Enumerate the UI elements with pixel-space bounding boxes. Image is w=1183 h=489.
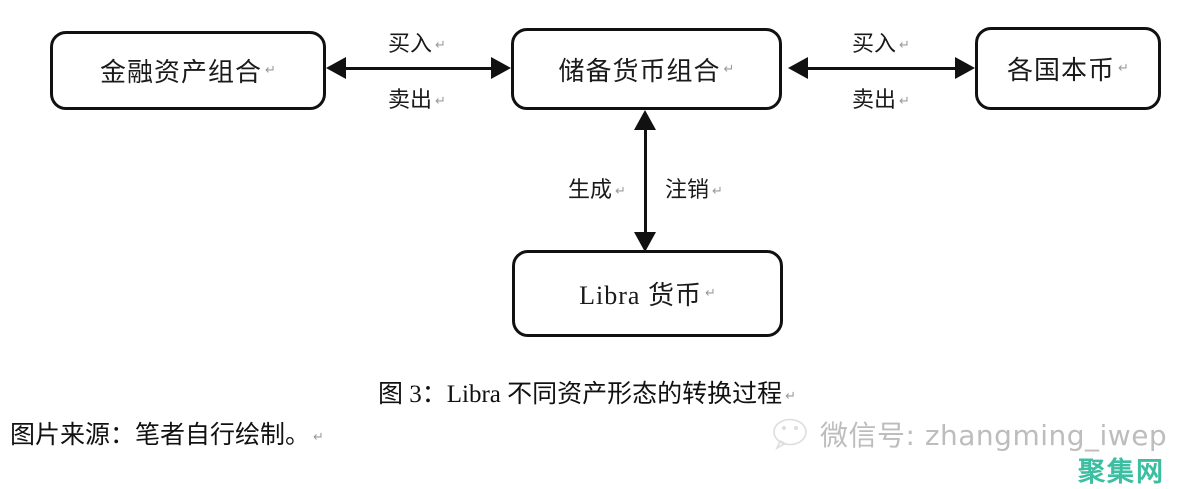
pilcrow-mark: ↵ xyxy=(435,94,446,109)
edge-label-buy-left: 买入↵ xyxy=(388,26,446,58)
edge-label-buy-right: 买入↵ xyxy=(852,26,910,58)
node-financial-assets: 金融资产组合↵ xyxy=(50,31,326,110)
node-libra-currency: Libra 货币↵ xyxy=(512,250,783,337)
arrow-head-to-local-currencies xyxy=(955,57,975,79)
pilcrow-mark: ↵ xyxy=(704,286,716,301)
watermark-wechat-handle: 微信号: zhangming_iwep xyxy=(820,419,1168,452)
wechat-icon xyxy=(773,418,807,450)
pilcrow-mark: ↵ xyxy=(615,184,626,199)
node-local-currencies-label: 各国本币 xyxy=(1007,56,1116,85)
edge-line-reserve-libra xyxy=(644,128,647,234)
source-caption: 图片来源：笔者自行绘制。↵ xyxy=(10,415,324,451)
edge-label-generate: 生成↵ xyxy=(568,172,626,204)
arrow-head-to-libra xyxy=(634,232,656,252)
pilcrow-mark: ↵ xyxy=(899,94,910,109)
arrow-head-to-financial-assets xyxy=(326,57,346,79)
pilcrow-mark: ↵ xyxy=(1118,61,1129,76)
node-libra-currency-label: Libra 货币 xyxy=(579,281,702,310)
node-local-currencies: 各国本币↵ xyxy=(975,27,1161,110)
edge-line-financial-assets-reserve xyxy=(346,67,491,70)
arrow-head-to-reserve-right xyxy=(788,57,808,79)
figure-caption: 图 3：Libra 不同资产形态的转换过程↵ xyxy=(378,374,796,410)
node-reserve-currency: 储备货币组合↵ xyxy=(511,28,782,110)
edge-label-sell-left-text: 卖出 xyxy=(388,87,433,112)
edge-label-generate-text: 生成 xyxy=(568,177,613,202)
figure-caption-text: 图 3：Libra 不同资产形态的转换过程 xyxy=(378,381,783,408)
pilcrow-mark: ↵ xyxy=(899,38,910,53)
pilcrow-mark: ↵ xyxy=(723,61,735,77)
node-reserve-currency-label: 储备货币组合 xyxy=(558,56,721,86)
source-caption-text: 图片来源：笔者自行绘制。 xyxy=(10,422,311,449)
edge-label-cancel-text: 注销 xyxy=(665,177,710,202)
watermark-wechat-line: 微信号: zhangming_iwep xyxy=(772,414,1167,454)
edge-label-buy-right-text: 买入 xyxy=(852,31,897,56)
node-financial-assets-label: 金融资产组合 xyxy=(100,58,263,87)
edge-line-reserve-local-currencies xyxy=(808,67,955,70)
edge-label-buy-left-text: 买入 xyxy=(388,31,433,56)
watermark-logo: 聚集网 xyxy=(1078,457,1165,488)
arrow-head-to-reserve-bottom xyxy=(634,110,656,130)
edge-label-sell-right-text: 卖出 xyxy=(852,87,897,112)
pilcrow-mark: ↵ xyxy=(435,38,446,53)
edge-label-cancel: 注销↵ xyxy=(665,172,723,204)
pilcrow-mark: ↵ xyxy=(785,389,797,404)
edge-label-sell-right: 卖出↵ xyxy=(852,82,910,114)
arrow-head-to-reserve-left xyxy=(491,57,511,79)
watermark: 微信号: zhangming_iwep 聚集网 xyxy=(772,408,1183,488)
pilcrow-mark: ↵ xyxy=(265,63,276,78)
edge-label-sell-left: 卖出↵ xyxy=(388,82,446,114)
pilcrow-mark: ↵ xyxy=(313,430,324,445)
pilcrow-mark: ↵ xyxy=(712,184,723,199)
